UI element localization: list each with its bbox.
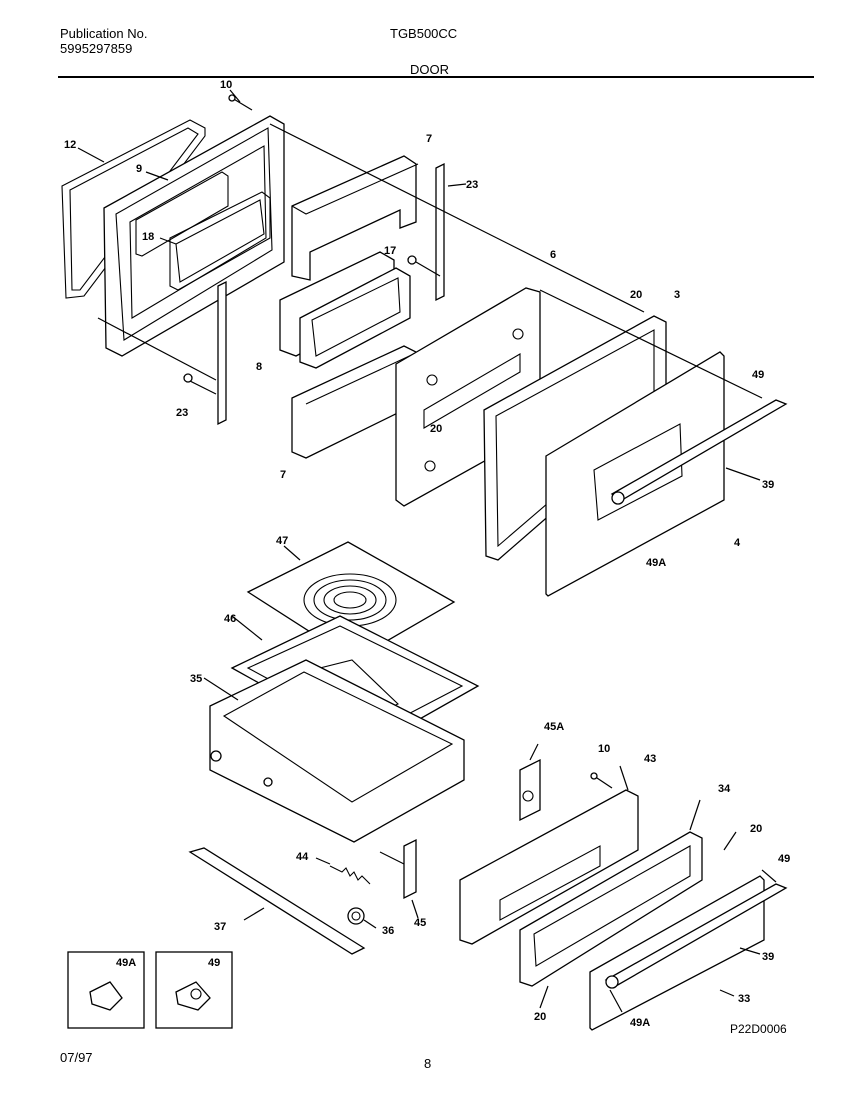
part-label-7: 7 [280,469,286,481]
publication-label: Publication No. [60,26,148,41]
roller-36 [347,907,365,925]
part-label-36: 36 [382,925,394,937]
part-label-18: 18 [142,231,154,243]
model-number: TGB500CC [390,26,458,41]
part-label-49A: 49A [630,1017,650,1029]
part-label-8: 8 [256,361,262,373]
part-label-33: 33 [738,993,750,1005]
screw-10-top [228,94,253,111]
broiler-bracket [519,758,541,822]
part-label-6: 6 [550,249,556,261]
part-label-7: 7 [426,133,432,145]
drawer-frame [519,831,703,987]
part-label-23: 23 [176,407,188,419]
part-label-43: 43 [644,753,656,765]
part-label-37: 37 [214,921,226,933]
part-label-35: 35 [190,673,202,685]
part-labels: 10 12 9 18 7 23 17 6 20 3 8 23 49 20 7 3… [64,79,790,1029]
part-label-10: 10 [598,743,610,755]
door-handle-upper [610,399,788,505]
part-label-45: 45 [414,917,426,929]
drawer-outer-panel [459,789,639,945]
spring-44 [329,865,371,885]
outer-door-panel [545,351,725,597]
part-label-44: 44 [296,851,309,863]
hinge-left [183,280,227,426]
inset-box-49: 49 [155,951,233,1029]
screw-10-bottom [590,772,613,789]
section-title: DOOR [410,62,449,77]
part-label-23: 23 [466,179,478,191]
inner-door-panel [103,115,285,357]
part-label-20: 20 [750,823,762,835]
part-label-12: 12 [64,139,76,151]
footer-date: 07/97 [60,1050,93,1065]
part-label-39: 39 [762,951,774,963]
part-label-10: 10 [220,79,232,91]
inset-label-49: 49 [208,957,220,969]
part-label-47: 47 [276,535,288,547]
part-label-4: 4 [734,537,741,549]
part-label-17: 17 [384,245,396,257]
drawer-front-panel [589,875,765,1031]
drawer-bracket-45 [379,838,417,900]
part-label-20: 20 [630,289,642,301]
page-number: 8 [424,1056,432,1071]
part-label-20: 20 [534,1011,546,1023]
upper-insulation [291,155,419,281]
inset-box-49A: 49A [67,951,145,1029]
hinge-right [407,162,467,302]
part-label-39: 39 [762,479,774,491]
drawer-handle-lower [604,883,788,989]
part-label-49: 49 [752,369,764,381]
door-baffle [279,251,411,369]
door-window-frame [135,171,271,291]
publication-number: 5995297859 [60,41,133,56]
inset-label-49A: 49A [116,957,136,969]
part-label-20: 20 [430,423,442,435]
diagram-code: P22D0006 [730,1022,787,1036]
drawer-rail-37 [188,847,366,955]
part-label-34: 34 [718,783,731,795]
part-label-49A: 49A [646,557,666,569]
broiler-drawer-body [209,659,465,843]
part-label-3: 3 [674,289,680,301]
part-label-49: 49 [778,853,790,865]
header-rule [58,76,814,78]
part-label-46: 46 [224,613,236,625]
part-label-9: 9 [136,163,142,175]
part-label-45A: 45A [544,721,564,733]
